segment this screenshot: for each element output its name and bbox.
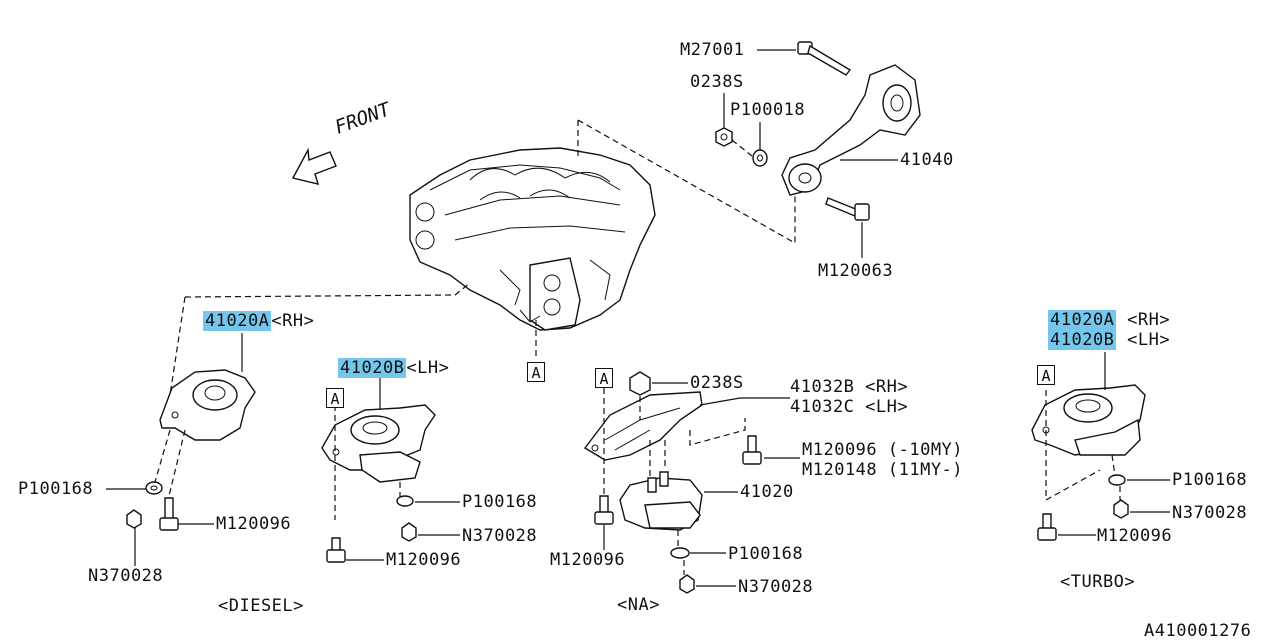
label-diesel-m120096-rh: M120096 [216, 514, 292, 534]
bolt-diesel-rh-icon [159, 497, 179, 531]
engine-block [409, 147, 656, 331]
nut-na-icon [629, 371, 651, 396]
label-na-m120096: M120096 [550, 550, 626, 570]
highlight-turbo-41020a: 41020A [1048, 310, 1117, 330]
nut-na-bottom-icon [679, 574, 695, 594]
bolt-na-right-icon [742, 435, 762, 465]
label-diesel-41020b: 41020B<LH> [338, 358, 449, 378]
front-arrow-icon [291, 147, 337, 185]
bolt-diesel-lh-icon [326, 537, 346, 563]
washer-turbo-icon [1108, 474, 1126, 486]
label-na-41032b: 41032B <RH> [790, 377, 909, 397]
engine-mount-turbo [1031, 384, 1146, 456]
caption-turbo: <TURBO> [1060, 572, 1136, 592]
label-p100018: P100018 [730, 100, 806, 120]
nut-0238s-icon [715, 127, 733, 147]
label-na-0238s: 0238S [690, 373, 744, 393]
label-diesel-p100168-lh: P100168 [462, 492, 538, 512]
label-diesel-n370028-rh: N370028 [88, 566, 164, 586]
label-na-m120096-10my: M120096 (-10MY) [802, 440, 964, 460]
label-diesel-n370028-lh: N370028 [462, 526, 538, 546]
ref-marker-na: A [595, 368, 613, 388]
bolt-turbo-icon [1037, 513, 1057, 541]
bolt-na-left-icon [594, 495, 614, 525]
engine-mount-diesel-lh [321, 404, 436, 483]
highlight-diesel-41020a: 41020A [203, 311, 272, 331]
label-diesel-41020a: 41020A<RH> [203, 311, 314, 331]
bracket-na [583, 391, 703, 461]
label-turbo-lh-side: <LH> [1127, 330, 1171, 350]
label-na-n370028: N370028 [738, 577, 814, 597]
engine-mount-diesel-rh [159, 369, 256, 441]
link-line-diesel-mount [169, 296, 186, 396]
label-turbo-41020b: 41020B <LH> [1048, 330, 1170, 350]
caption-na: <NA> [617, 595, 660, 615]
label-turbo-41020a: 41020A <RH> [1048, 310, 1170, 330]
label-41040: 41040 [900, 150, 954, 170]
label-na-41020: 41020 [740, 482, 794, 502]
bolt-m120063-icon [825, 197, 870, 221]
caption-diesel: <DIESEL> [218, 596, 304, 616]
label-m27001: M27001 [680, 40, 745, 60]
label-diesel-m120096-lh: M120096 [386, 550, 462, 570]
label-diesel-lh-side: <LH> [406, 358, 450, 378]
engine-mount-na [619, 471, 703, 531]
label-turbo-p100168: P100168 [1172, 470, 1248, 490]
nut-diesel-rh-icon [126, 509, 142, 529]
label-diesel-rh-side: <RH> [271, 311, 315, 331]
highlight-diesel-41020b: 41020B [338, 358, 407, 378]
label-na-41032c: 41032C <LH> [790, 397, 909, 417]
pitch-stopper-41040 [781, 64, 921, 196]
ref-marker-engine: A [527, 362, 545, 382]
label-turbo-m120096: M120096 [1097, 526, 1173, 546]
link-line-engine-stopper [577, 119, 796, 245]
nut-turbo-icon [1113, 499, 1129, 519]
washer-p100018-icon [752, 149, 768, 167]
nut-diesel-lh-icon [401, 522, 417, 542]
label-turbo-rh-side: <RH> [1127, 310, 1171, 330]
ref-marker-turbo: A [1037, 365, 1055, 385]
diagram-id: A410001276 [1144, 621, 1252, 641]
washer-diesel-rh-icon [145, 481, 163, 495]
label-na-m120148-11my: M120148 (11MY-) [802, 460, 964, 480]
ref-marker-diesel: A [326, 388, 344, 408]
label-0238s-top: 0238S [690, 72, 744, 92]
link-line-engine-diesel [184, 282, 471, 298]
label-turbo-n370028: N370028 [1172, 503, 1248, 523]
label-na-p100168: P100168 [728, 544, 804, 564]
highlight-turbo-41020b: 41020B [1048, 330, 1117, 350]
washer-na-icon [670, 547, 690, 559]
label-m120063: M120063 [818, 261, 894, 281]
washer-diesel-lh-icon [396, 495, 414, 507]
bolt-m27001-icon [797, 41, 852, 76]
label-diesel-p100168-rh: P100168 [18, 479, 94, 499]
